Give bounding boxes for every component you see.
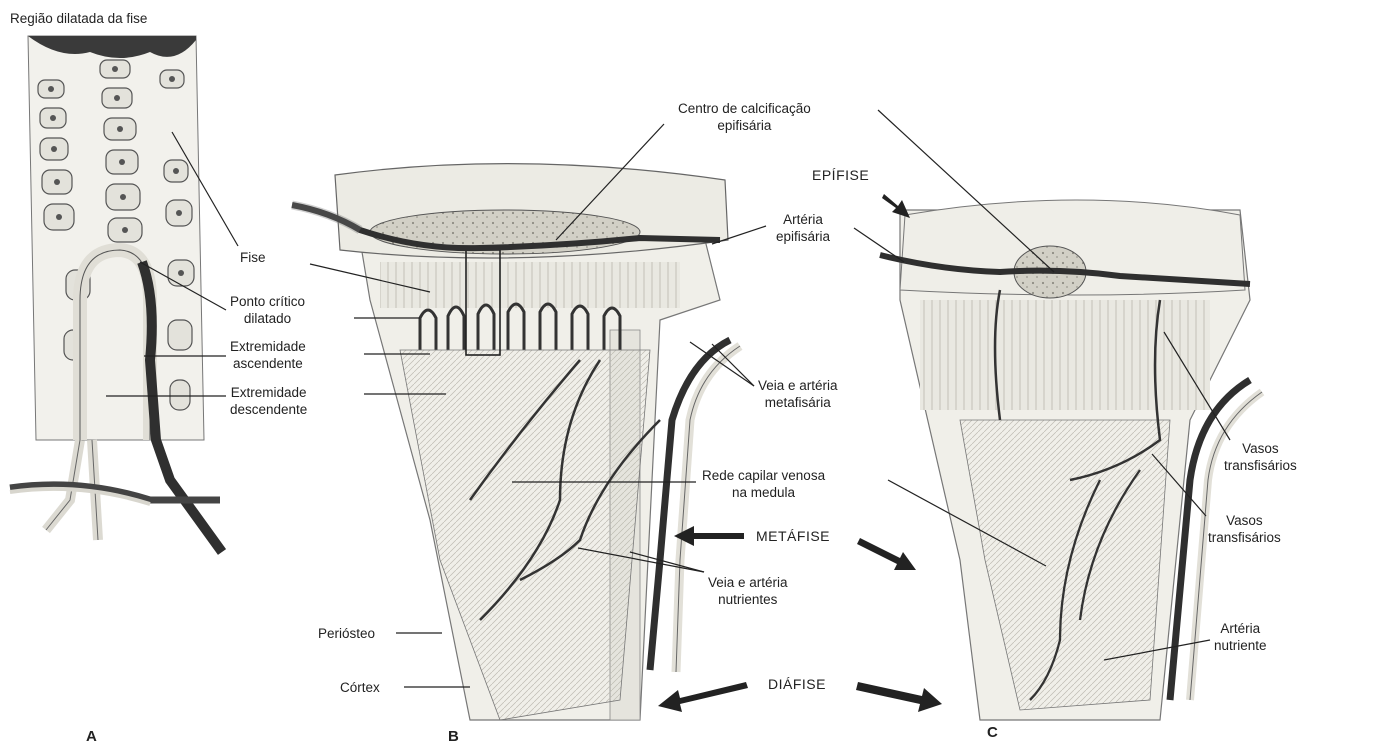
label-cortex: Córtex: [340, 679, 380, 696]
epiphysis-arrow: [882, 194, 910, 218]
label-periosteo: Periósteo: [318, 625, 375, 642]
panel-b-metaphyseal-vessels: [650, 340, 730, 670]
metaphysis-right-arrow: [857, 538, 916, 570]
panel-label-a: A: [86, 728, 97, 745]
diaphysis-left-arrow: [658, 682, 748, 712]
panel-b-metaphysis-marrow: [400, 350, 650, 720]
label-diafise: DIÁFISE: [768, 676, 826, 693]
label-epifise: EPÍFISE: [812, 167, 869, 184]
label-regiao-dilatada: Região dilatada da fise: [10, 10, 147, 27]
label-metafise: METÁFISE: [756, 528, 830, 545]
label-fise: Fise: [240, 249, 266, 266]
panel-label-b: B: [448, 728, 459, 745]
diaphysis-right-arrow: [856, 682, 942, 712]
panel-c-physis: [920, 300, 1210, 410]
panel-a-physis-detail: [10, 36, 222, 552]
panel-b-physis: [380, 262, 680, 308]
panel-label-c: C: [987, 724, 998, 741]
panel-c-bone: [880, 200, 1262, 720]
